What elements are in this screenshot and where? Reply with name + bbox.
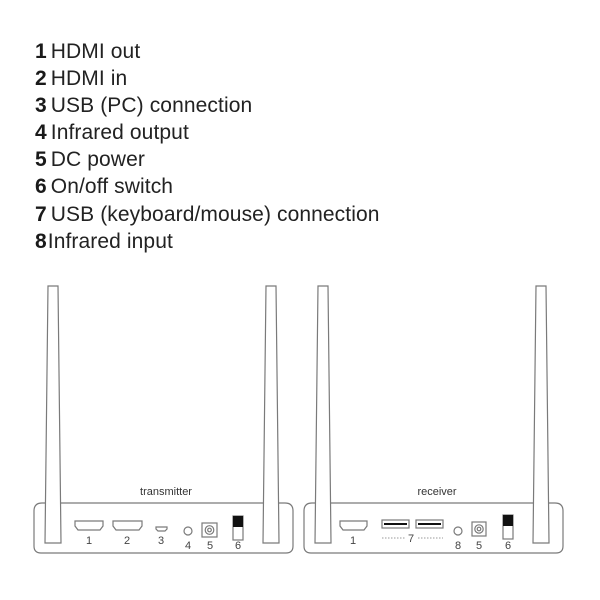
ir-jack-icon — [453, 526, 463, 536]
receiver-device — [303, 285, 564, 554]
hdmi-port-icon — [339, 520, 368, 531]
transmitter-title: transmitter — [140, 486, 192, 498]
receiver-antenna-right-icon — [532, 285, 550, 544]
port-label: 4 — [185, 540, 191, 552]
port-label: 3 — [158, 535, 164, 547]
port-label: 1 — [86, 535, 92, 547]
port-label: 6 — [505, 540, 511, 552]
port-label: 5 — [476, 540, 482, 552]
legend-item-8: 8Infrared input — [35, 229, 173, 253]
hdmi-port-icon — [74, 520, 104, 531]
ir-jack-icon — [183, 526, 193, 536]
transmitter-antenna-left-icon — [44, 285, 62, 544]
port-label: 5 — [207, 540, 213, 552]
transmitter-device — [33, 285, 294, 554]
micro-usb-port-icon — [155, 526, 168, 532]
port-label: 7 — [408, 533, 414, 545]
receiver-title: receiver — [417, 486, 456, 498]
port-label: 8 — [455, 540, 461, 552]
receiver-antenna-left-icon — [314, 285, 332, 544]
port-label: 6 — [235, 540, 241, 552]
hdmi-port-icon — [112, 520, 143, 531]
transmitter-antenna-right-icon — [262, 285, 280, 544]
port-label: 1 — [350, 535, 356, 547]
port-label: 2 — [124, 535, 130, 547]
